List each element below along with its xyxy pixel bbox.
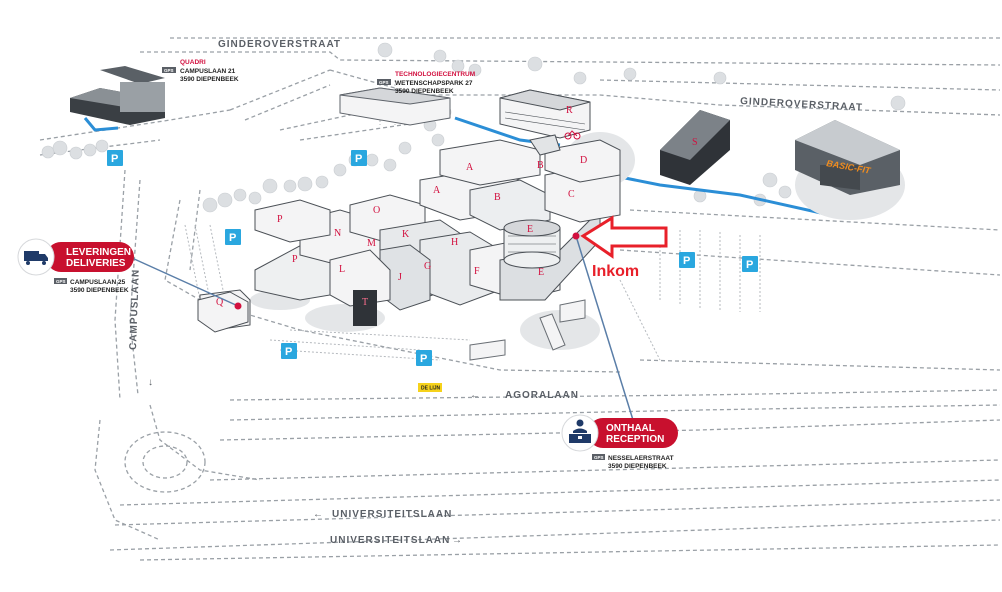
svg-text:P: P: [355, 153, 362, 165]
quadri-line2: 3590 DIEPENBEEK: [180, 76, 239, 83]
letter-k: K: [402, 229, 410, 240]
road-label-ginderoverstraat-right: GINDEROVERSTRAAT: [740, 96, 863, 113]
svg-text:P: P: [229, 232, 236, 244]
svg-text:DE LIJN: DE LIJN: [421, 386, 441, 392]
parking-icon-6: P: [679, 252, 695, 268]
parking-icon-1: P: [107, 150, 123, 166]
entrance-arrow-icon: [580, 215, 668, 259]
deliveries-line2: DELIVERIES: [66, 258, 126, 269]
parking-icon-2: P: [351, 150, 367, 166]
technologiecentrum-title: TECHNOLOGIECENTRUM: [395, 71, 475, 78]
building-s: [660, 110, 730, 185]
arrow-down-icon: ↓: [148, 377, 153, 388]
reception-callout: ONTHAAL RECEPTION GPS NESSELAERSTRAAT 35…: [561, 414, 678, 470]
reception-marker: [572, 232, 580, 240]
letter-b-2: B: [494, 192, 501, 203]
svg-text:GPS: GPS: [56, 279, 66, 284]
letter-j: J: [398, 272, 402, 283]
arrow-left-icon: ←: [313, 509, 323, 520]
letter-q: Q: [216, 297, 224, 308]
road-label-ginderoverstraat-top: GINDEROVERSTRAAT: [218, 39, 341, 50]
letter-p-1: P: [277, 214, 283, 225]
technologiecentrum-address: TECHNOLOGIECENTRUM GPS WETENSCHAPSPARK 2…: [377, 71, 475, 95]
road-label-universiteitslaan-2: UNIVERSITEITSLAAN: [330, 535, 450, 546]
bus-stop-de-lijn: DE LIJN: [418, 383, 442, 392]
building-e-cylinder: [503, 219, 561, 269]
arrow-right-icon: →: [452, 535, 462, 546]
parking-icon-7: P: [742, 256, 758, 272]
bike-icon-1: [564, 130, 581, 140]
deliveries-callout: LEVERINGEN DELIVERIES GPS CAMPUSLAAN 25 …: [17, 238, 134, 294]
building-letters: R S A A B B C D E E F G H J K L M N O P …: [216, 105, 698, 308]
letter-d: D: [580, 155, 587, 166]
reception-addr2: 3590 DIEPENBEEK: [608, 463, 667, 470]
technologiecentrum-building: [339, 87, 451, 126]
bike-shelters: [469, 299, 586, 361]
building-t: [353, 290, 377, 326]
reception-line1: ONTHAAL: [606, 423, 655, 434]
svg-text:P: P: [111, 153, 118, 165]
reception-addr1: NESSELAERSTRAAT: [608, 455, 674, 462]
svg-text:P: P: [746, 259, 753, 271]
letter-p-2: P: [292, 254, 298, 265]
svg-text:GPS: GPS: [379, 80, 389, 85]
parking-icon-3: P: [225, 229, 241, 245]
gps-badge-quadri: [162, 67, 176, 73]
gps-badge-technologiecentrum: [377, 79, 391, 85]
gps-badge-deliveries: [54, 278, 67, 284]
svg-text:P: P: [420, 353, 427, 365]
parking-icon-4: P: [281, 343, 297, 359]
letter-e-1: E: [527, 224, 533, 235]
technologiecentrum-line2: 3590 DIEPENBEEK: [395, 88, 454, 95]
basic-fit-building: [795, 120, 900, 195]
letter-a-1: A: [466, 162, 474, 173]
reception-desk-icon: [569, 419, 591, 443]
road-label-agoralaan: AGORALAAN: [505, 390, 579, 401]
technologiecentrum-line1: WETENSCHAPSPARK 27: [395, 80, 473, 87]
letter-b-1: B: [537, 160, 544, 171]
building-q: [197, 291, 249, 333]
letter-r: R: [566, 105, 573, 116]
deliveries-line1: LEVERINGEN: [66, 247, 131, 258]
letter-c: C: [568, 189, 575, 200]
letter-m: M: [367, 238, 376, 249]
svg-text:GPS: GPS: [594, 455, 604, 460]
reception-connector: [575, 235, 634, 421]
parking-icons: P P P P P P P: [107, 150, 758, 366]
building-r: [499, 89, 591, 139]
arrow-left-icon-agoralaan: ←: [470, 390, 480, 401]
letter-n: N: [334, 228, 341, 239]
letter-f: F: [474, 266, 480, 277]
letter-o: O: [373, 205, 380, 216]
letter-s: S: [692, 137, 698, 148]
deliveries-addr1: CAMPUSLAAN 25: [70, 279, 126, 286]
road-label-universiteitslaan-1: UNIVERSITEITSLAAN: [332, 509, 452, 520]
letter-h: H: [451, 237, 458, 248]
letter-g: G: [424, 261, 431, 272]
letter-t: T: [362, 297, 368, 308]
truck-icon: [24, 251, 48, 265]
deliveries-marker: [234, 302, 242, 310]
svg-text:GPS: GPS: [164, 68, 174, 73]
road-label-campuslaan: CAMPUSLAAN: [128, 269, 142, 350]
quadri-building: [70, 66, 165, 125]
parking-icon-5: P: [416, 350, 432, 366]
letter-l: L: [339, 264, 345, 275]
entrance-label: Inkom: [592, 263, 639, 280]
deliveries-connector: [131, 257, 239, 307]
reception-line2: RECEPTION: [606, 434, 664, 445]
roundabout: [124, 431, 206, 493]
gps-badge-reception: [592, 454, 605, 460]
quadri-title: QUADRI: [180, 59, 206, 66]
svg-text:P: P: [285, 346, 292, 358]
quadri-line1: CAMPUSLAAN 21: [180, 68, 236, 75]
svg-text:P: P: [683, 255, 690, 267]
deliveries-addr2: 3590 DIEPENBEEK: [70, 287, 129, 294]
quadri-address: QUADRI GPS CAMPUSLAAN 21 3590 DIEPENBEEK: [162, 59, 239, 83]
letter-a-2: A: [433, 185, 441, 196]
letter-e-2: E: [538, 267, 544, 278]
